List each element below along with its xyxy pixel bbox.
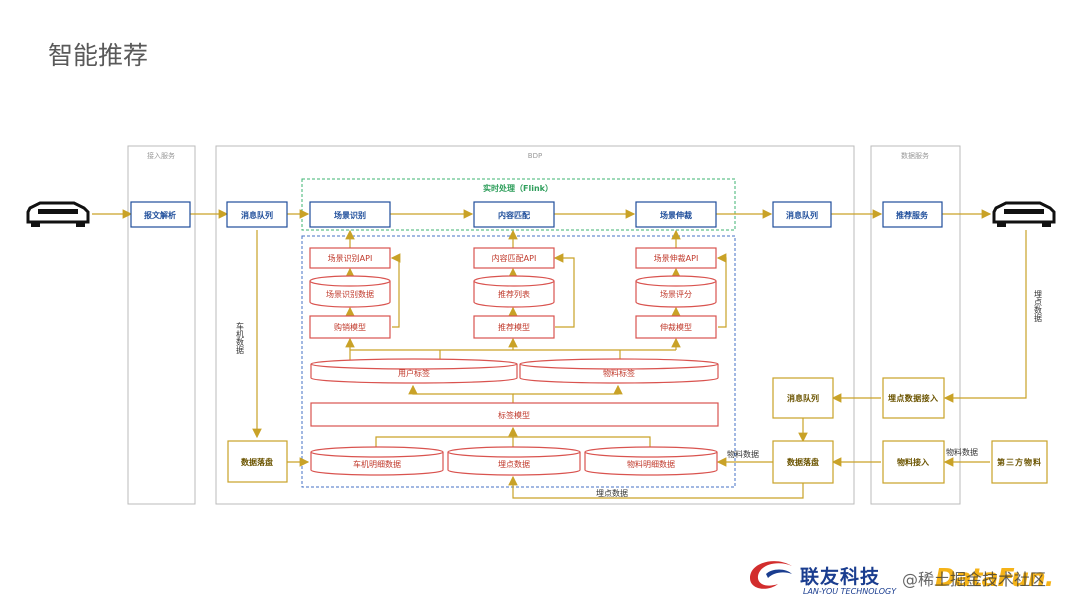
- vehicle-data-text: 车机数据: [236, 321, 245, 355]
- material-detail-db: 物料明细数据: [584, 446, 718, 476]
- car-icon: [26, 201, 90, 227]
- rec-list-label: 推荐列表: [498, 289, 530, 299]
- tag-model-box: 标签模型: [310, 402, 719, 427]
- user-tag-db: 用户标签: [310, 358, 518, 384]
- scene-identify-api-box: 场景识别API: [309, 247, 391, 269]
- rec-service-box: 推荐服务: [882, 201, 943, 228]
- realtime-flink-label: 实时处理（Flink）: [483, 183, 553, 193]
- material-tag-db: 物料标签: [519, 358, 719, 384]
- scene-extend-api-label: 场景伸裁API: [654, 253, 699, 263]
- mq-left-label: 消息队列: [241, 210, 273, 220]
- material-detail-label: 物料明细数据: [627, 459, 675, 469]
- extend-model-label: 伸裁模型: [660, 322, 692, 332]
- mq-left-box: 消息队列: [226, 201, 288, 228]
- point-data-bottom-label: 埋点数据: [596, 488, 628, 498]
- scene-identify-api-label: 场景识别API: [328, 254, 373, 263]
- mq-ds-box: 消息队列: [772, 377, 834, 419]
- data-store-right-label: 数据落盘: [787, 457, 819, 467]
- marketing-model-box: 购销模型: [309, 315, 391, 339]
- lanyou-logo-english: LAN-YOU TECHNOLOGY: [803, 587, 897, 596]
- bdp-label: BDP: [528, 152, 542, 160]
- tag-model-label: 标签模型: [498, 410, 530, 420]
- scene-extend-label: 场景伸裁: [660, 210, 692, 220]
- material-access-box: 物料接入: [882, 440, 945, 484]
- page-title: 智能推荐: [48, 41, 149, 70]
- scene-identify-data-label: 场景识别数据: [326, 289, 374, 299]
- rec-service-label: 推荐服务: [896, 210, 929, 220]
- scene-identify-box: 场景识别: [309, 201, 391, 228]
- extend-model-box: 伸裁模型: [635, 315, 717, 339]
- material-data-label-right: 物料数据: [946, 447, 978, 457]
- rec-model-label: 推荐模型: [498, 322, 530, 332]
- content-match-label: 内容匹配: [498, 210, 530, 220]
- lanyou-logo-icon: [750, 561, 792, 589]
- data-store-left-box: 数据落盘: [227, 440, 288, 483]
- rec-list-db: 推荐列表: [473, 275, 555, 308]
- lanyou-logo-text: 联友科技: [800, 566, 881, 588]
- data-service-label: 数据服务: [901, 151, 929, 160]
- batch-region: [301, 235, 736, 488]
- mq-right-label: 消息队列: [786, 210, 818, 220]
- access-service-panel: [127, 145, 196, 505]
- material-tag-label: 物料标签: [603, 368, 635, 378]
- mq-ds-label: 消息队列: [787, 393, 819, 403]
- parse-label: 报文解析: [144, 210, 176, 220]
- scene-identify-data-db: 场景识别数据: [309, 275, 391, 308]
- point-data-vertical-label: 埋点数据: [1034, 289, 1043, 323]
- edges: [92, 209, 1027, 499]
- scene-score-db: 场景评分: [635, 275, 717, 308]
- user-tag-label: 用户标签: [398, 368, 430, 378]
- material-data-label-left: 物料数据: [727, 449, 759, 459]
- point-access-box: 埋点数据接入: [882, 377, 945, 419]
- content-match-api-box: 内容匹配API: [473, 247, 555, 269]
- vehicle-detail-label: 车机明细数据: [353, 459, 401, 469]
- juejin-watermark: @稀土掘金技术社区: [902, 570, 1047, 589]
- realtime-flink-region: [301, 178, 736, 231]
- point-data-db: 埋点数据: [447, 446, 581, 476]
- car-icon: [992, 201, 1056, 227]
- content-match-box: 内容匹配: [473, 201, 555, 228]
- access-service-label: 接入服务: [147, 151, 175, 160]
- marketing-model-label: 购销模型: [334, 322, 366, 332]
- content-match-api-label: 内容匹配API: [492, 253, 537, 263]
- rec-model-box: 推荐模型: [473, 315, 555, 339]
- scene-identify-label: 场景识别: [334, 210, 366, 220]
- scene-extend-api-box: 场景伸裁API: [635, 247, 717, 269]
- vehicle-detail-db: 车机明细数据: [310, 446, 444, 476]
- vehicle-data-label: 车机数据: [236, 321, 245, 355]
- bdp-panel: [215, 145, 855, 505]
- data-store-right-box: 数据落盘: [772, 440, 834, 484]
- data-service-panel: [870, 145, 961, 505]
- mq-right-box: 消息队列: [772, 201, 832, 228]
- third-party-box: 第三方物料: [991, 440, 1048, 484]
- point-data-label: 埋点数据: [498, 459, 530, 469]
- scene-score-label: 场景评分: [660, 290, 692, 299]
- point-access-label: 埋点数据接入: [888, 393, 938, 403]
- data-store-left-label: 数据落盘: [241, 457, 273, 467]
- parse-box: 报文解析: [130, 201, 191, 228]
- datafun-logo: DataFun.: [935, 563, 1054, 592]
- scene-extend-box: 场景伸裁: [635, 201, 717, 228]
- material-access-label: 物料接入: [897, 457, 929, 467]
- third-party-label: 第三方物料: [997, 457, 1041, 467]
